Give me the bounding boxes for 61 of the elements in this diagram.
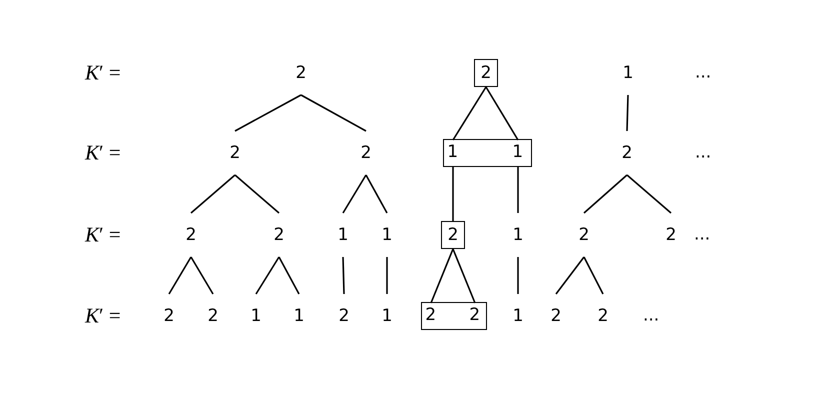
boxed-value: 2 — [474, 59, 498, 87]
tree-branch-line — [342, 256, 345, 294]
tree-node-value: 1 — [377, 294, 397, 338]
tree-branch-line — [583, 174, 628, 214]
tree-node-value: 1 — [377, 213, 397, 257]
tree-node-value: 1 — [508, 140, 528, 166]
tree-node-value: 2 — [617, 131, 637, 175]
tree-node-value: 1 — [508, 213, 528, 257]
tree-branch-line — [430, 248, 454, 304]
tree-node-value: 1 — [442, 140, 463, 166]
tree-branch-line — [234, 174, 280, 214]
tree-node-value: 1 — [289, 294, 309, 338]
group-box — [443, 139, 532, 167]
ellipsis: ... — [694, 226, 710, 244]
tree-node-value: 1 — [618, 51, 638, 95]
tree-node-value: 2 — [356, 131, 376, 175]
tree-node-value: 2 — [269, 213, 289, 257]
tree-branch-line — [278, 256, 300, 294]
ellipsis: ... — [695, 144, 712, 162]
tree-branch-line — [255, 256, 280, 294]
tree-node-value: 2 — [225, 131, 245, 175]
tree-branch-line — [190, 174, 236, 214]
tree-branch-line — [234, 94, 302, 132]
tree-branch-line — [626, 94, 629, 132]
tree-branch-line — [626, 174, 672, 214]
tree-node-value: 1 — [246, 294, 266, 338]
tree-branch-line — [300, 94, 366, 132]
row-label: K′ = — [85, 306, 121, 326]
tree-branch-line — [190, 256, 214, 294]
group-box — [421, 302, 487, 330]
tree-node-value: 1 — [508, 294, 528, 338]
ellipsis: ... — [695, 64, 712, 82]
tree-branch-line — [555, 256, 585, 294]
tree-branch-line — [342, 174, 367, 214]
tree-node-value: 2 — [334, 294, 354, 338]
tree-branch-line — [386, 257, 388, 294]
tree-node-value: 2 — [203, 294, 223, 338]
tree-branch-line — [452, 166, 454, 221]
tree-node-value: 2 — [181, 213, 201, 257]
tree-node-value: 2 — [574, 213, 594, 257]
boxed-value: 2 — [441, 221, 465, 249]
row-label: K′ = — [85, 62, 121, 84]
tree-node-value: 2 — [661, 213, 681, 257]
tree-node-value: 2 — [546, 294, 566, 338]
tree-node-value: 2 — [159, 294, 179, 338]
tree-branch-line — [168, 256, 192, 294]
tree-branch-line — [452, 248, 476, 304]
tree-node-value: 2 — [593, 294, 613, 338]
tree-node-value: 2 — [420, 302, 441, 329]
tree-node-value: 2 — [464, 302, 485, 329]
tree-node-value: 2 — [291, 51, 311, 95]
tree-branch-line — [452, 86, 487, 140]
row-label: K′ = — [85, 142, 121, 164]
ellipsis: ... — [643, 308, 660, 324]
tree-branch-line — [485, 86, 519, 140]
tree-branch-line — [517, 166, 519, 213]
row-label: K′ = — [85, 224, 121, 246]
tree-branch-line — [583, 256, 604, 294]
tree-node-value: 1 — [333, 213, 353, 257]
tree-branch-line — [517, 257, 519, 294]
tree-branch-line — [365, 174, 388, 214]
